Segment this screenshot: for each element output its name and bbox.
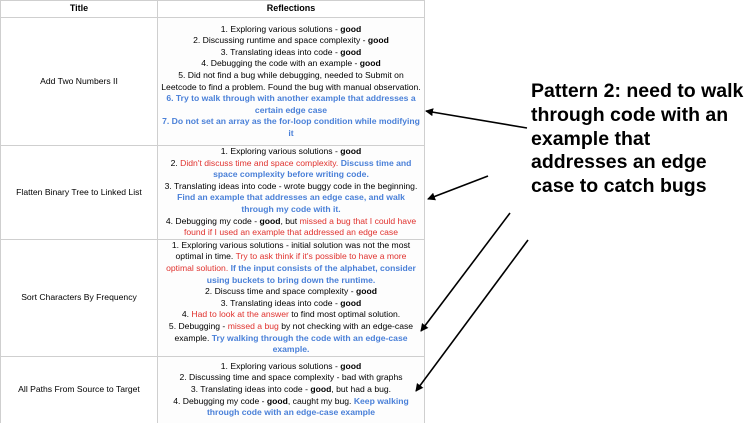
arrow-to-row-3 <box>420 212 511 332</box>
header-row: Title Reflections <box>0 0 425 18</box>
rating-text: good <box>340 297 362 308</box>
reflection-text: 5. Debugging - <box>168 320 228 331</box>
reflection-text: 1. Exploring various solutions - <box>220 23 341 34</box>
reflection-text: by not checking with an edge-case exampl… <box>174 320 414 343</box>
pattern-annotation: Pattern 2: need to walk through code wit… <box>531 80 744 198</box>
rating-text: good <box>367 35 389 46</box>
rating-text: good <box>355 286 377 297</box>
improvement-text: 6. Try to walk through with another exam… <box>166 93 416 115</box>
reflection-line: 6. Try to walk through with another exam… <box>161 93 421 116</box>
reflection-text: , caught my bug. <box>287 395 354 406</box>
reflection-line: 1. Exploring various solutions - good <box>161 24 421 36</box>
issue-text: Had to look at the answer <box>191 309 289 320</box>
reflection-line: 2. Discuss time and space complexity - g… <box>161 286 421 298</box>
rating-text: good <box>310 383 332 394</box>
improvement-text: Try walking through the code with an edg… <box>211 332 408 355</box>
rating-text: good <box>266 395 288 406</box>
reflection-line: 3. Translating ideas into code - good <box>161 47 421 59</box>
reflection-text: 4. Debugging my code - <box>165 215 260 226</box>
reflection-line: 4. Debugging my code - good, but missed … <box>161 216 421 239</box>
improvement-text: Find an example that addresses an edge c… <box>177 192 405 214</box>
problem-title: Flatten Binary Tree to Linked List <box>0 145 158 240</box>
table-row: All Paths From Source to Target 1. Explo… <box>0 355 425 423</box>
reflection-line: 4. Had to look at the answer to find mos… <box>161 309 421 321</box>
reflection-text: 3. Translating ideas into code - <box>220 297 341 308</box>
reflection-text: 4. Debugging the code with an example - <box>201 58 360 69</box>
reflection-text: 1. Exploring various solutions - initial… <box>171 239 411 262</box>
improvement-text: 7. Do not set an array as the for-loop c… <box>162 116 420 138</box>
reflection-text: to find most optimal solution. <box>288 309 401 320</box>
reflection-text: , but <box>280 215 300 226</box>
arrow-to-row-2 <box>427 175 489 201</box>
header-reflections: Reflections <box>157 0 425 18</box>
reflection-line: 3. Translating ideas into code - good <box>161 298 421 310</box>
rating-text: good <box>340 146 362 156</box>
reflection-text: 3. Translating ideas into code - wrote b… <box>164 180 418 191</box>
reflection-line: 4. Debugging the code with an example - … <box>161 58 421 70</box>
rating-text: good <box>340 46 362 57</box>
reflection-text: 3. Translating ideas into code - <box>190 383 311 394</box>
reflection-line: 7. Do not set an array as the for-loop c… <box>161 116 421 139</box>
reflection-text: , but had a bug. <box>331 383 392 394</box>
problem-title: Sort Characters By Frequency <box>0 238 158 357</box>
reflection-text: 2. <box>170 157 181 168</box>
improvement-text: Keep walking through code with an edge-c… <box>206 395 409 418</box>
reflection-text: 2. Discuss time and space complexity - <box>205 286 356 297</box>
reflection-text: 4. Debugging my code - <box>173 395 267 406</box>
rating-text: good <box>359 58 381 69</box>
issue-text: missed a bug that I could have found if … <box>183 215 417 238</box>
header-title: Title <box>0 0 158 18</box>
issue-text: Try to ask think if it's possible to hav… <box>166 251 407 273</box>
reflection-line: 1. Exploring various solutions - good <box>161 361 421 373</box>
reflection-line: 1. Exploring various solutions - initial… <box>161 240 421 286</box>
arrow-to-row-1 <box>425 108 528 129</box>
reflection-line: 5. Debugging - missed a bug by not check… <box>161 321 421 356</box>
reflection-line: 2. Discussing time and space complexity … <box>161 372 421 384</box>
table-row: Flatten Binary Tree to Linked List 1. Ex… <box>0 145 425 240</box>
reflection-text: 1. Exploring various solutions - <box>220 146 341 156</box>
reflection-text: 3. Translating ideas into code - <box>220 46 341 57</box>
rating-text: good <box>340 360 362 371</box>
reflection-line: 2. Didn't discuss time and space complex… <box>161 158 421 181</box>
reflection-line: 4. Debugging my code - good, caught my b… <box>161 396 421 419</box>
reflection-line: 5. Did not find a bug while debugging, n… <box>161 70 421 93</box>
problem-title: Add Two Numbers II <box>0 17 158 146</box>
reflection-line: 1. Exploring various solutions - good <box>161 146 421 158</box>
improvement-text: Discuss time and space complexity before… <box>213 157 412 180</box>
rating-text: good <box>340 23 362 34</box>
problem-title: All Paths From Source to Target <box>0 355 158 423</box>
reflection-text: 1. Exploring various solutions - <box>220 360 341 371</box>
reflection-line: 2. Discussing runtime and space complexi… <box>161 35 421 47</box>
arrow-to-row-4 <box>415 239 529 392</box>
reflection-text: 2. Discussing time and space complexity … <box>179 372 403 383</box>
reflection-text: 2. Discussing runtime and space complexi… <box>193 35 368 46</box>
table-row: Add Two Numbers II 1. Exploring various … <box>0 17 425 146</box>
issue-text: Didn't discuss time and space complexity… <box>180 157 341 168</box>
issue-text: missed a bug <box>227 320 279 331</box>
reflections-table: Title Reflections Add Two Numbers II 1. … <box>0 0 425 423</box>
rating-text: good <box>259 215 281 226</box>
improvement-text: If the input consists of the alphabet, c… <box>206 262 416 285</box>
table-row: Sort Characters By Frequency 1. Explorin… <box>0 238 425 357</box>
reflection-text: 5. Did not find a bug while debugging, n… <box>161 69 421 92</box>
reflection-line: 3. Translating ideas into code - good, b… <box>161 384 421 396</box>
reflection-text: 4. <box>181 309 192 320</box>
reflections-cell: 1. Exploring various solutions - initial… <box>157 238 425 357</box>
reflection-line: 3. Translating ideas into code - wrote b… <box>161 181 421 216</box>
